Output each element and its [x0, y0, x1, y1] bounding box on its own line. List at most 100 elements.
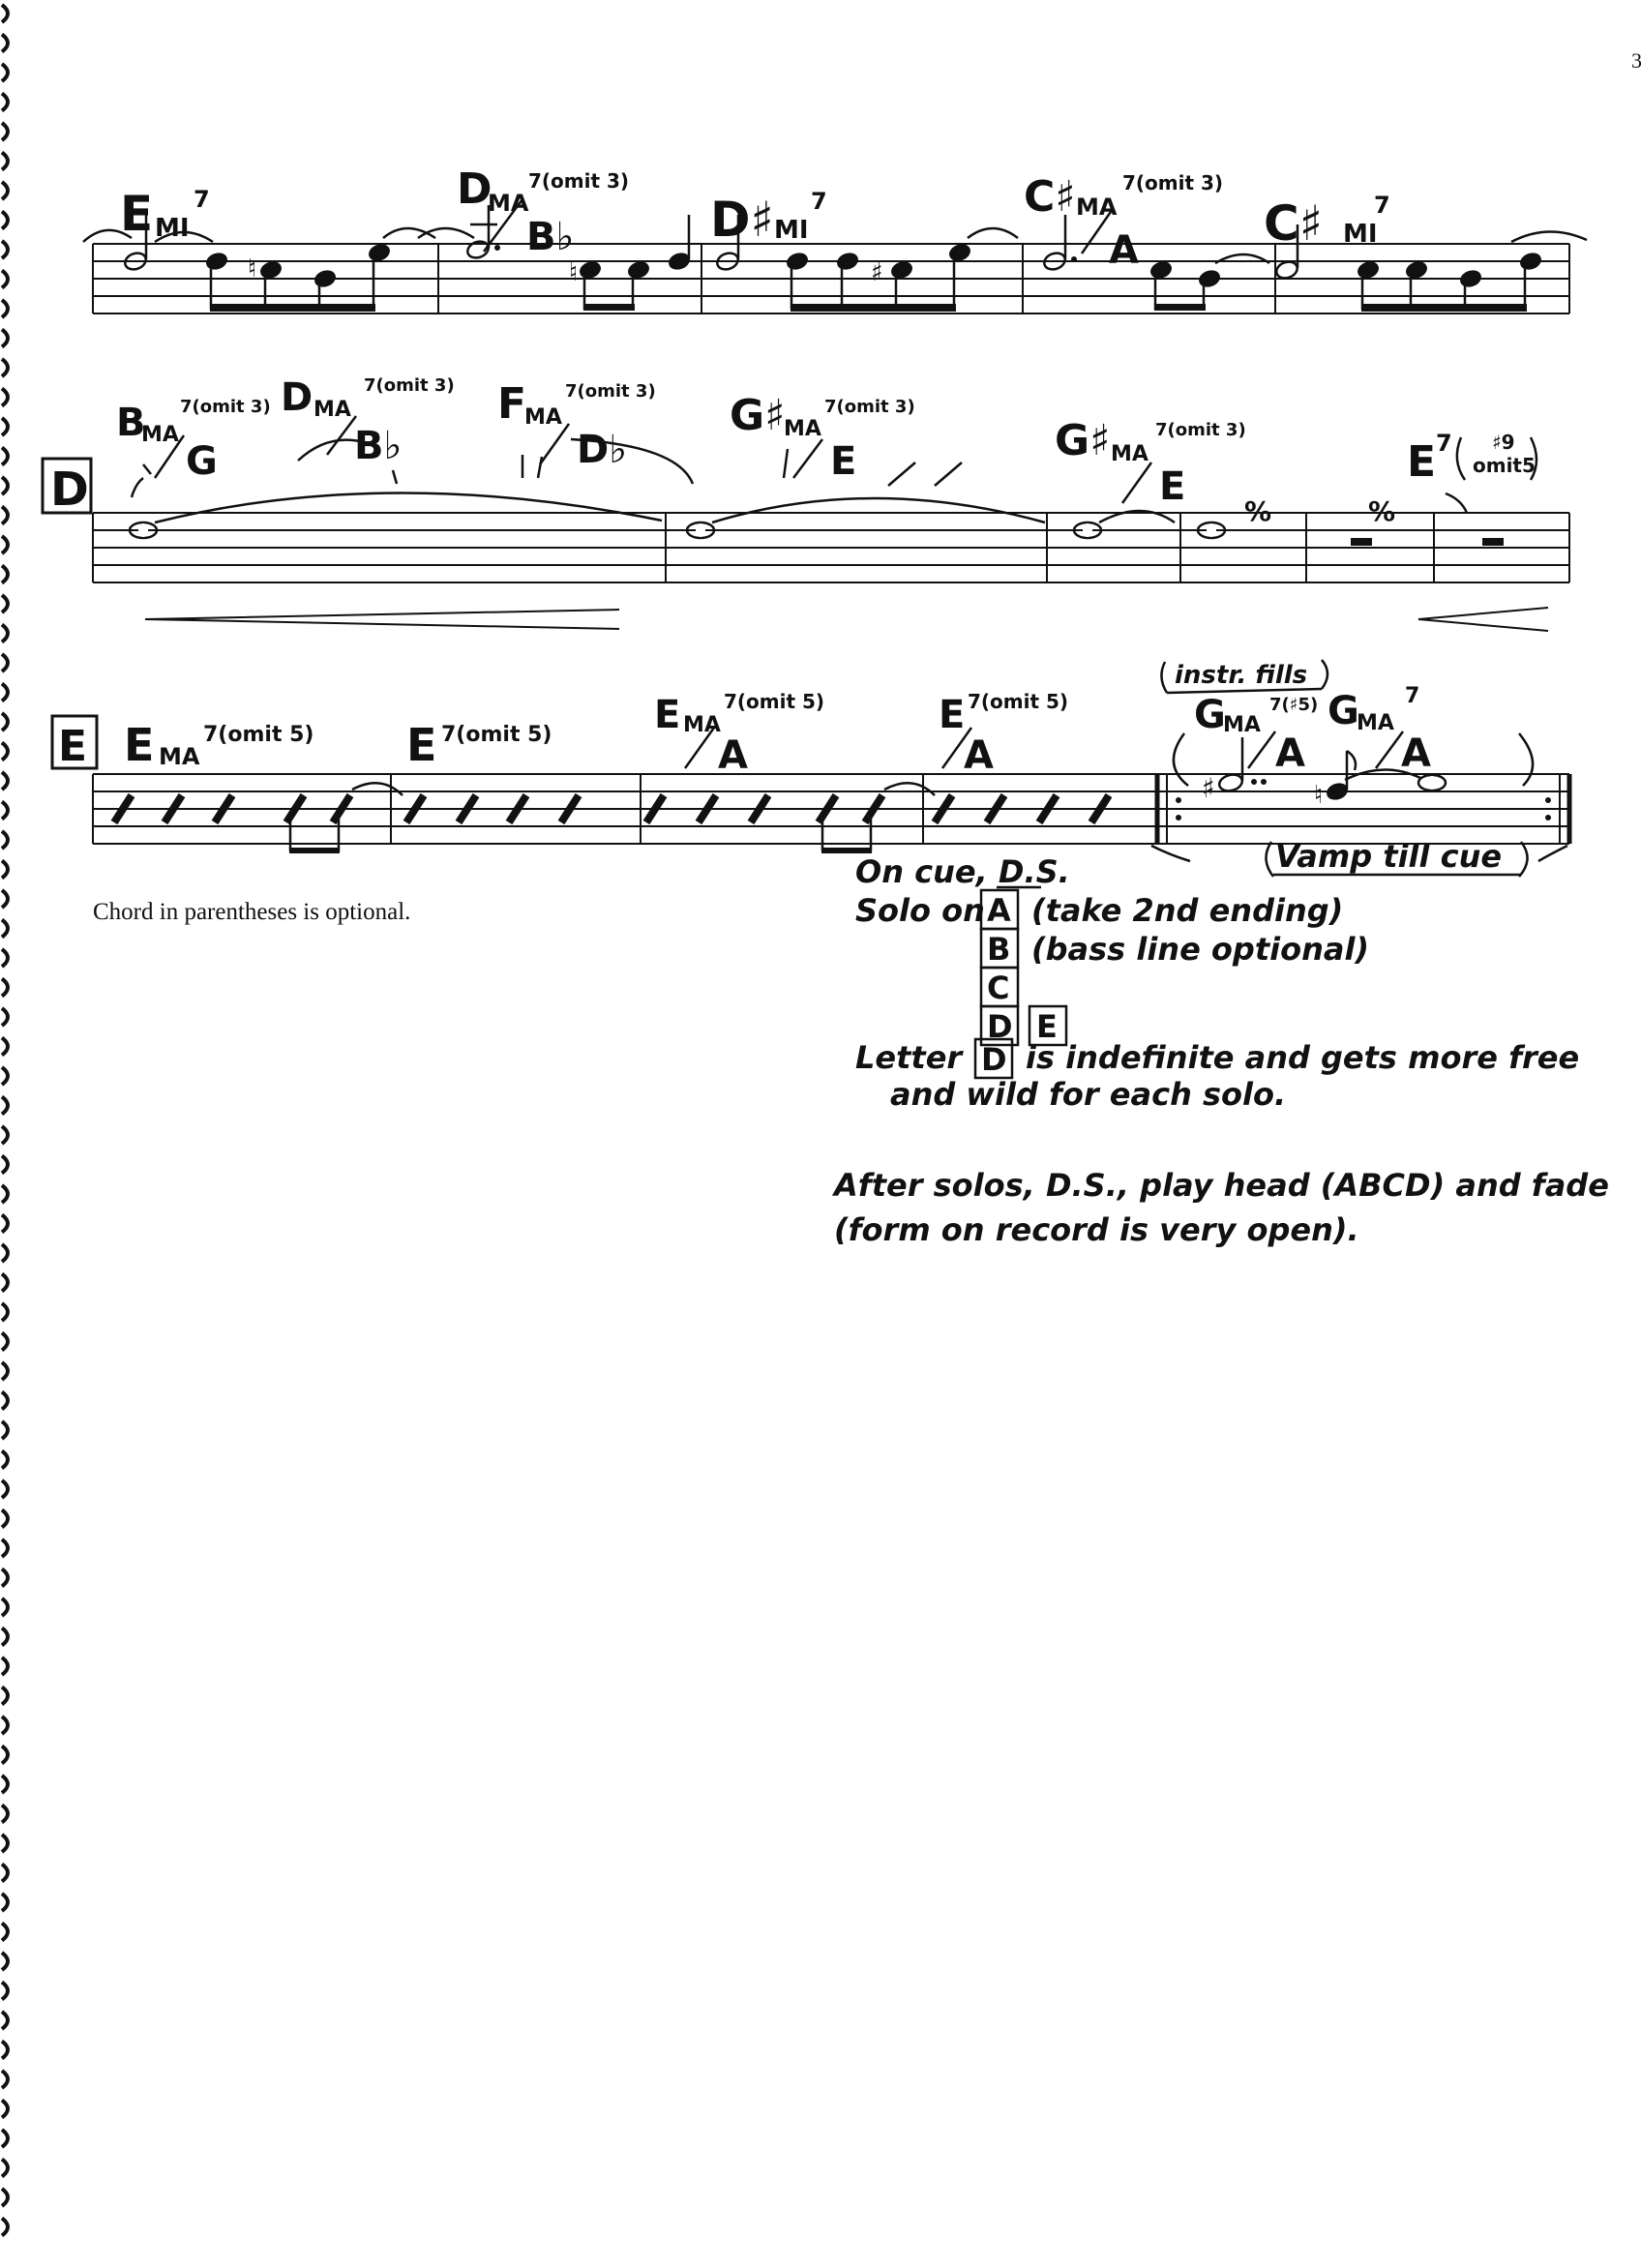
binding-ring: [0, 1507, 10, 1530]
page-number: 3: [1631, 48, 1641, 73]
slash-line: [326, 415, 357, 456]
binding-ring: [0, 1301, 10, 1323]
binding-ring: [0, 1065, 10, 1087]
chord-extension: 7(omit 3): [528, 169, 629, 193]
chord-quality: MA: [784, 417, 821, 441]
slash-line: [1374, 731, 1405, 769]
binding-ring: [0, 1035, 10, 1058]
binding-ring: [0, 1951, 10, 1972]
simile-sign: %: [1368, 495, 1395, 527]
chord-extension: 7(omit 5): [724, 690, 824, 713]
chord-root: G♯: [1055, 416, 1110, 465]
binding-ring: [0, 357, 10, 378]
chord-root: E: [939, 693, 965, 737]
chord-quality: MA: [488, 190, 529, 217]
chord-extension: 7(omit 5): [441, 723, 552, 747]
vamp-notes: ♯ ♮: [1150, 732, 1568, 863]
binding-ring: [0, 1212, 10, 1235]
binding-ring: [0, 976, 10, 999]
chord-quality: MA: [1357, 711, 1394, 735]
slash-line: [683, 727, 716, 769]
binding-ring: [0, 1921, 10, 1943]
binding-ring: [0, 1744, 10, 1766]
chord-extension: 7(omit 5): [203, 723, 313, 747]
chord-extension: 7(omit 3): [824, 397, 915, 417]
chord-quality: MI: [774, 216, 809, 245]
binding-ring: [0, 1389, 10, 1412]
chord-bass: A: [1275, 731, 1305, 776]
letter-c-box: C: [987, 970, 1009, 1006]
system-2: D B MA 7(omit 3) G D MA 7(omit 3): [41, 375, 1570, 632]
letter-a-note: (take 2nd ending): [1031, 892, 1343, 929]
svg-text:E: E: [58, 722, 87, 771]
chord-root: E: [124, 719, 154, 771]
instr-fills-note: instr. fills: [1160, 659, 1329, 695]
binding-ring: [0, 386, 10, 408]
binding-ring: [0, 475, 10, 496]
binding-ring: [0, 1478, 10, 1500]
chord-2-6: E 7 ♯9 omit5: [1407, 430, 1538, 487]
chord-bass: G: [186, 439, 218, 484]
chord-bass: A: [1109, 228, 1139, 273]
binding-ring: [0, 1330, 10, 1353]
binding-ring: [0, 1626, 10, 1648]
binding-ring: [0, 1774, 10, 1795]
binding-ring: [0, 32, 10, 54]
binding-ring: [0, 799, 10, 821]
chord-alteration-bottom: omit5: [1473, 454, 1536, 477]
chord-extension: 7(omit 3): [180, 397, 271, 417]
binding-ring: [0, 1567, 10, 1589]
chord-quality: MA: [524, 405, 562, 430]
binding-ring: [0, 2187, 10, 2208]
letter-line-d-box: D: [981, 1041, 1007, 1078]
chord-bass: E: [1159, 464, 1185, 509]
chord-root: E: [406, 719, 436, 771]
solo-on-label: Solo on: [855, 892, 985, 929]
slash-line: [482, 198, 524, 253]
binding-ring: [0, 1597, 10, 1618]
chord-root: B: [116, 401, 146, 445]
chord-extension: 7(omit 3): [364, 375, 455, 396]
chord-bass: B♭: [526, 215, 574, 259]
binding-ring: [0, 1892, 10, 1913]
notes-system-1: ♮ ♮: [82, 205, 1588, 312]
binding-ring: [0, 239, 10, 260]
svg-text:D: D: [50, 463, 89, 517]
binding-ring: [0, 2128, 10, 2149]
binding-ring: [0, 829, 10, 850]
binding-ring: [0, 1183, 10, 1205]
binding-ring: [0, 2098, 10, 2120]
binding-ring: [0, 2069, 10, 2090]
chord-bass: D♭: [577, 428, 627, 472]
binding-ring: [0, 121, 10, 142]
svg-text:instr. fills: instr. fills: [1175, 661, 1307, 690]
chord-root: E: [654, 693, 680, 737]
chord-root: D: [281, 375, 313, 420]
footnote: Chord in parentheses is optional.: [93, 899, 410, 925]
chord-quality: MA: [159, 743, 200, 770]
chord-quality: MA: [1223, 713, 1261, 737]
binding-ring: [0, 1094, 10, 1117]
chord-1-3: D♯ MI 7: [710, 188, 827, 248]
slash-line: [1246, 731, 1277, 769]
spiral-binding: [0, 3, 10, 2238]
binding-ring: [0, 1448, 10, 1471]
slash-line: [940, 727, 973, 769]
chord-extension: 7: [194, 186, 210, 213]
binding-ring: [0, 563, 10, 585]
letter-b-note: (bass line optional): [1031, 931, 1369, 968]
chord-root: D: [457, 164, 492, 214]
chord-extension: 7(omit 5): [968, 690, 1068, 713]
binding-ring: [0, 1803, 10, 1825]
chord-extension: 7(omit 3): [1122, 171, 1223, 194]
binding-ring: [0, 1833, 10, 1854]
chord-quality: MA: [141, 423, 179, 447]
slash-stems: [288, 782, 936, 853]
chord-root: E: [120, 186, 153, 242]
binding-ring: [0, 2216, 10, 2238]
letter-line-2: and wild for each solo.: [890, 1076, 1286, 1113]
chord-root: C♯: [1024, 172, 1076, 222]
chord-extension: 7(omit 3): [1155, 420, 1246, 440]
chord-3-3: E MA 7(omit 5) A: [654, 690, 824, 778]
chord-3-5: G MA 7(♯5) A: [1194, 693, 1318, 776]
